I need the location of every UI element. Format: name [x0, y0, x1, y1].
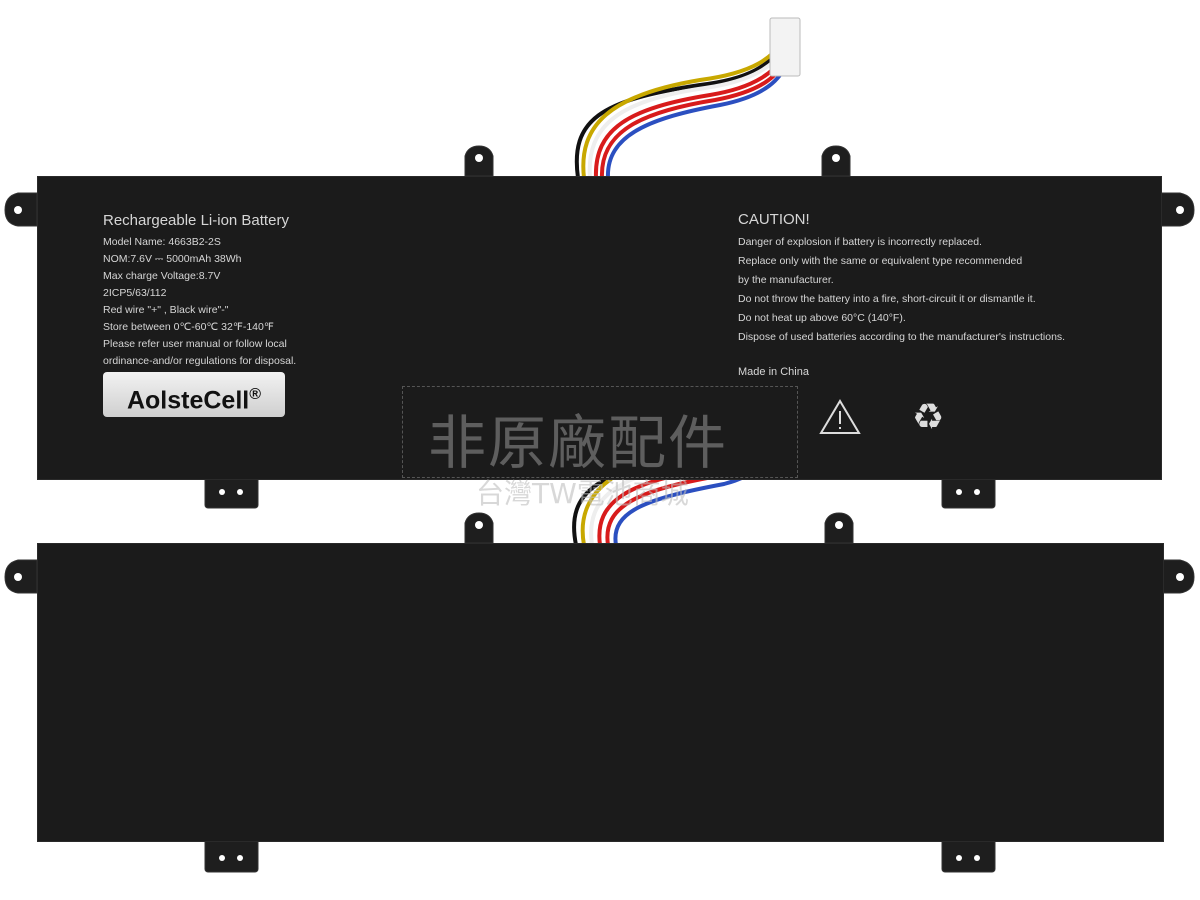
spec-line: 2ICP5/63/112	[103, 287, 167, 299]
wire-harness	[574, 38, 787, 179]
caution-list: Danger of explosion if battery is incorr…	[738, 233, 1065, 347]
spec-list: Model Name: 4663B2-2S NOM:7.6V ⎓ 5000mAh…	[103, 234, 296, 370]
battery-bottom-view	[37, 543, 1164, 842]
warning-triangle-icon	[819, 399, 861, 434]
spec-line: Model Name: 4663B2-2S	[103, 236, 221, 248]
watermark-subtext: 台灣TW電池商城	[476, 477, 689, 510]
spec-line: Store between 0℃-60℃ 32℉-140℉	[103, 321, 274, 333]
caution-line: Danger of explosion if battery is incorr…	[738, 236, 982, 248]
caution-line: by the manufacturer.	[738, 274, 834, 286]
spec-line: Max charge Voltage:8.7V	[103, 270, 221, 282]
caution-line: Do not throw the battery into a fire, sh…	[738, 293, 1036, 305]
mount-tab	[941, 837, 996, 873]
recycle-icon: ♻	[912, 396, 945, 437]
made-in: Made in China	[738, 366, 809, 378]
watermark-text: 非原廠配件	[428, 409, 729, 477]
brand-name: AolsteCell	[126, 386, 250, 415]
battery-top-view	[37, 176, 1162, 480]
label-title: Rechargeable Li-ion Battery	[103, 212, 289, 229]
caution-line: Dispose of used batteries according to t…	[738, 331, 1066, 343]
watermark-box	[402, 386, 798, 478]
connector	[769, 17, 801, 77]
spec-line: ordinance-and/or regulations for disposa…	[103, 355, 297, 367]
caution-line: Replace only with the same or equivalent…	[738, 255, 1023, 267]
mount-tab	[204, 475, 259, 509]
mount-tab	[204, 837, 259, 873]
brand-logo: AolsteCell®	[103, 372, 285, 417]
mount-tab	[941, 475, 996, 509]
caution-title: CAUTION!	[738, 211, 810, 228]
brand-mark: ®	[249, 386, 262, 403]
spec-line: NOM:7.6V ⎓ 5000mAh 38Wh	[103, 253, 242, 265]
caution-line: Do not heat up above 60°C (140°F).	[738, 312, 906, 324]
spec-line: Red wire "+" , Black wire"-"	[103, 304, 229, 316]
spec-line: Please refer user manual or follow local	[103, 338, 287, 350]
